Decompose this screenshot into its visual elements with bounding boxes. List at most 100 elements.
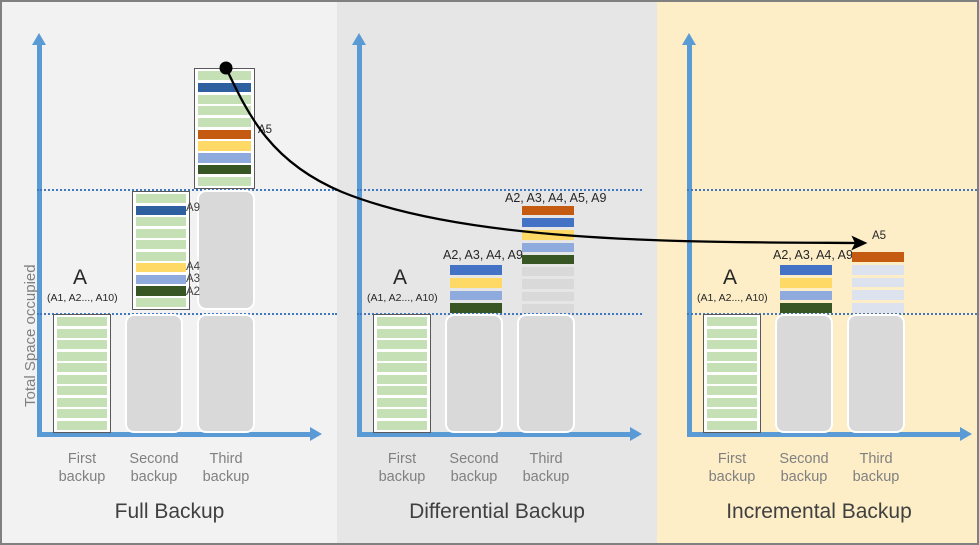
bar-stripe [136,274,186,284]
bar-stripe [522,230,574,240]
bar-stripe [57,386,107,396]
bar-stripe [707,351,757,361]
bar-stripe [780,303,832,313]
bar-stripe [198,153,251,163]
bar-stripe [136,228,186,238]
first-backup-big-label: A [73,266,88,289]
bar-stripe [377,420,427,430]
bar-stripe [450,265,502,275]
bar-stripe [852,252,904,262]
ghost-bar-third-lower [847,314,905,433]
bar-stripe [707,363,757,373]
bar-stripe [852,303,904,313]
y-axis-label: Total Space occupied [22,264,39,407]
ghost-bar-second-lower [445,314,503,433]
gridline-upper-incremental [687,189,977,191]
differential-third-backup-bar [519,206,577,313]
bar-stripe [377,397,427,407]
full-third-backup-bar [194,68,255,189]
first-backup-sub-label: (A1, A2..., A10) [697,292,768,304]
bar-stripe [522,303,574,313]
bar-stripe [707,328,757,338]
bar-stripe [198,129,251,139]
first-backup-sub-label: (A1, A2..., A10) [47,292,118,304]
first-backup-big-label: A [723,266,738,289]
bar-stripe [57,420,107,430]
incremental-first-backup-bar [703,314,761,433]
first-backup-big-label: A [393,266,408,289]
xtick-third-full: Third backup [202,451,250,485]
differential-second-header: A2, A3, A4, A9 [443,248,523,262]
xtick-second-differential: Second backup [449,451,499,485]
panel-full-backup: A (A1, A2..., A10) A9 A4 A3 A2 A5 First … [2,2,337,543]
gridline-lower-full [37,313,337,315]
bar-stripe [707,374,757,384]
bar-stripe [136,251,186,261]
panel-title-full: Full Backup [114,500,225,523]
bar-stripe [57,328,107,338]
incremental-second-header: A2, A3, A4, A9 [773,248,853,262]
bar-stripe [522,254,574,265]
panel-incremental-backup: A (A1, A2..., A10) A2, A3, A4, A9 A5 Fir… [657,2,977,543]
bar-stripe [780,277,832,288]
y-axis-incremental [682,33,696,434]
x-axis-full [37,427,322,441]
bar-stripe [852,277,904,288]
incremental-second-backup-bar [777,265,835,313]
bar-stripe [377,409,427,419]
bar-stripe [198,176,251,186]
ghost-bar-second-lower [125,314,183,433]
bar-stripe [707,317,757,327]
bar-stripe [198,106,251,116]
bar-stripe [780,265,832,275]
panel-title-differential: Differential Backup [409,500,585,523]
differential-second-backup-bar [447,265,505,313]
bar-stripe [450,277,502,288]
bar-stripe [450,303,502,313]
xtick-third-incremental: Third backup [852,451,900,485]
bar-stripe [450,290,502,301]
bar-stripe [522,267,574,277]
full-first-backup-bar [53,314,111,433]
bar-stripe [57,317,107,327]
bar-stripe [198,165,251,175]
full-second-label-a2: A2 [186,286,201,298]
ghost-bar-third-lower [517,314,575,433]
bar-stripe [57,351,107,361]
bar-stripe [136,240,186,250]
xtick-third-differential: Third backup [522,451,570,485]
bar-stripe [707,409,757,419]
bar-stripe [522,218,574,228]
bar-stripe [198,94,251,104]
xtick-first-differential: First backup [378,451,426,485]
incremental-third-backup-bar [849,252,907,313]
x-axis-incremental [687,427,972,441]
bar-stripe [57,409,107,419]
full-second-label-a9: A9 [186,202,201,214]
bar-stripe [852,290,904,301]
bar-stripe [57,340,107,350]
bar-stripe [136,298,186,308]
bar-stripe [136,194,186,204]
bar-stripe [377,340,427,350]
bar-stripe [707,340,757,350]
bar-stripe [522,279,574,289]
panel-title-incremental: Incremental Backup [726,500,912,523]
full-second-label-a3: A3 [186,273,201,285]
bar-stripe [57,374,107,384]
ghost-bar-third-middle [197,190,255,310]
xtick-first-incremental: First backup [708,451,756,485]
bar-stripe [136,217,186,227]
bar-stripe [377,351,427,361]
gridline-lower-differential [357,313,642,315]
bar-stripe [852,264,904,275]
bar-stripe [57,363,107,373]
xtick-second-full: Second backup [129,451,179,485]
incremental-third-label-a5: A5 [872,230,887,242]
xtick-second-incremental: Second backup [779,451,829,485]
bar-stripe [707,420,757,430]
bar-stripe [780,290,832,301]
bar-stripe [136,286,186,296]
bar-stripe [377,374,427,384]
